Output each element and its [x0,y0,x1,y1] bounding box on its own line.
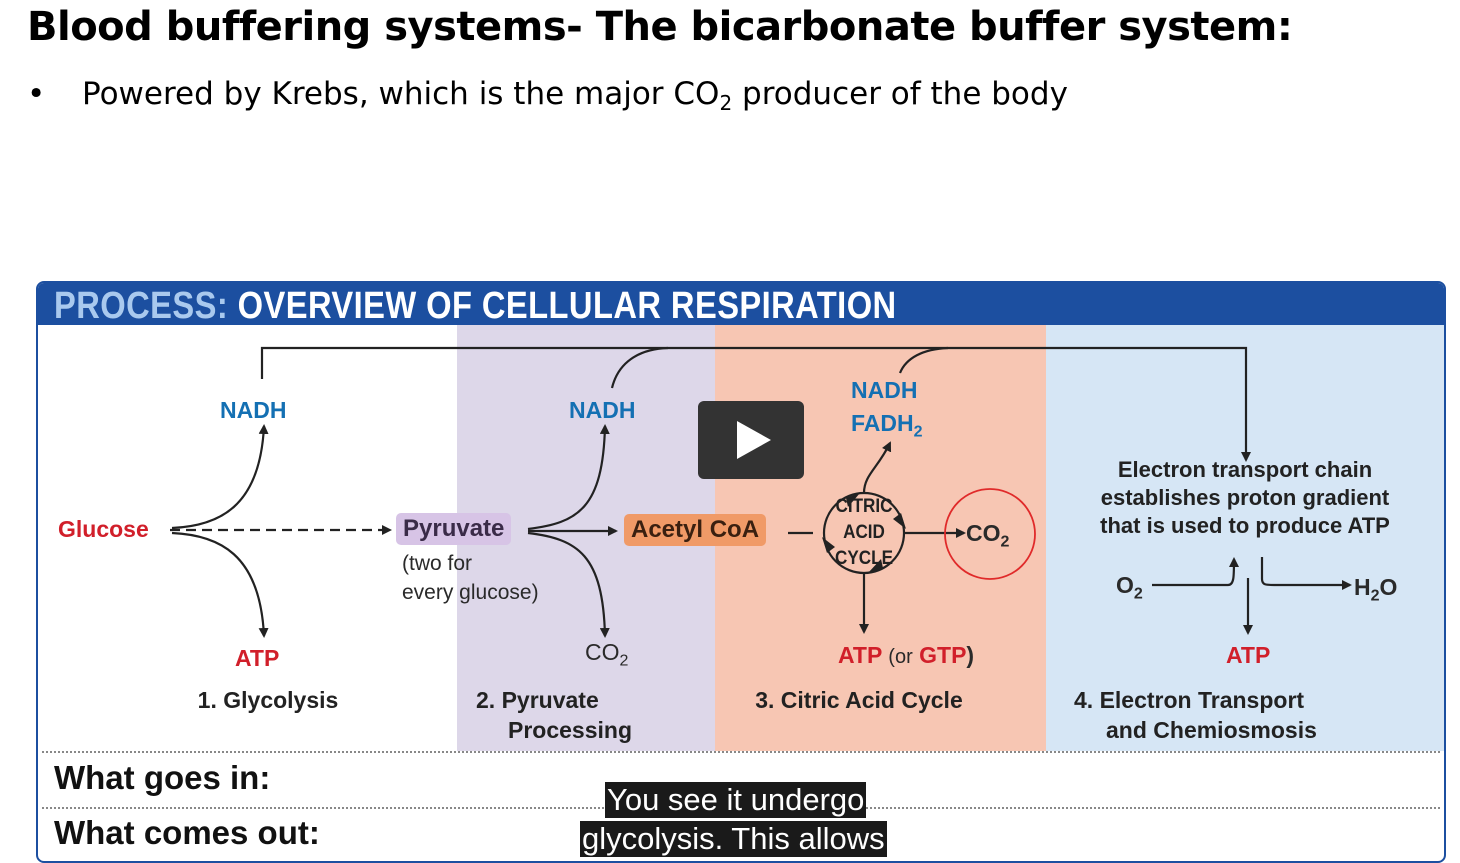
co2-label-2: CO2 [585,638,628,676]
citric-acid-band [715,325,1046,751]
cycle-line-1: CITRIC [835,496,893,517]
stage-pyruvate-processing: 2. Pyruvate Processing [468,685,668,745]
bullet-text-start: Powered by Krebs, which is the major CO [82,76,720,112]
play-button[interactable] [698,401,804,479]
play-icon [737,421,771,459]
bullet-marker: • [27,76,46,112]
co2-2-arrow [527,531,610,638]
h2o-subscript: 2 [1370,587,1380,605]
stage-electron-transport: 4. Electron Transport and Chemiosmosis [1068,685,1388,745]
nadh2-connector [610,346,669,389]
co2-2-text: CO [585,639,620,665]
co2-3-subscript: 2 [1000,533,1010,551]
co2-label-3: CO2 [966,519,1009,557]
atp-gtp-label: ATP (or GTP) [838,641,974,671]
o2-label: O2 [1116,571,1143,609]
stage-2-line-1: 2. Pyruvate [476,687,599,713]
caption-line-1: You see it undergo [605,782,867,818]
what-goes-in-label: What goes in: [54,759,271,796]
co2-3-text: CO [966,520,1001,546]
o2-arrow [1152,557,1239,587]
divider-top [42,751,1440,753]
bullet-text-end: producer of the body [732,76,1068,112]
citric-acid-cycle-label: CITRIC ACID CYCLE [826,494,902,572]
stage-citric-acid-cycle: 3. Citric Acid Cycle [755,687,963,713]
pyruvate-note-1: (two for [402,552,473,575]
co2-2-subscript: 2 [619,652,629,670]
nadh2-arrow [527,424,610,531]
h2o-label: H2O [1354,573,1397,611]
what-comes-out-label: What comes out: [54,814,320,851]
h2o-o-text: O [1379,574,1398,600]
acetyl-coa-pill: Acetyl CoA [624,514,767,546]
respiration-figure: PROCESS: OVERVIEW OF CELLULAR RESPIRATIO… [36,281,1446,863]
nadh-label-1: NADH [220,397,287,423]
close-paren: ) [966,642,975,668]
o2-subscript: 2 [1133,585,1143,603]
slide-title: Blood buffering systems- The bicarbonate… [27,4,1293,50]
header-prefix: PROCESS: [54,285,229,327]
nadh1-arrow [171,424,269,530]
nadh-label-2: NADH [569,397,636,423]
etc-line-1: Electron transport chain [1117,457,1373,482]
etc-description: Electron transport chain establishes pro… [1078,456,1412,540]
nadh-label-3: NADH [851,377,918,403]
fadh2-label: FADH2 [851,409,923,447]
or-text: (or [888,646,913,668]
atp-label-4: ATP [1226,642,1271,668]
nadh3-connector [898,346,949,374]
figure-header: PROCESS: OVERVIEW OF CELLULAR RESPIRATIO… [38,283,1444,328]
glucose-label: Glucose [58,516,149,542]
atp-3-text: ATP [838,642,882,668]
h2o-arrow [1260,557,1352,590]
stage-4-line-1: 4. Electron Transport [1074,687,1305,713]
atp-label-1: ATP [235,645,280,671]
o2-text: O [1116,572,1134,598]
cycle-line-3: CYCLE [835,548,893,569]
fadh2-text: FADH [851,410,914,436]
pyruvate-note-2: every glucose) [402,581,539,604]
h2o-h-text: H [1354,574,1371,600]
stage-4-line-2: and Chemiosmosis [1106,717,1317,743]
etc-line-2: establishes proton gradient [1100,485,1390,510]
gtp-text: GTP [919,642,967,668]
bullet-text: Powered by Krebs, which is the major CO2… [82,76,1068,115]
header-title: OVERVIEW OF CELLULAR RESPIRATION [237,285,897,327]
top-feedback-line [260,346,1251,462]
atp1-arrow [171,531,269,638]
cycle-line-2: ACID [843,522,885,543]
figure-header-text: PROCESS: OVERVIEW OF CELLULAR RESPIRATIO… [54,285,897,328]
etc-line-3: that is used to produce ATP [1100,513,1390,538]
pathway-arrows [170,346,1352,638]
stage-glycolysis: 1. Glycolysis [197,687,339,713]
co2-highlight-circle [944,488,1036,580]
pyruvate-pill: Pyruvate [396,513,512,545]
caption-line-2: glycolysis. This allows [580,821,887,857]
bullet-subscript: 2 [719,91,733,115]
fadh2-subscript: 2 [913,423,923,441]
cycle-arrowheads [822,493,906,573]
stage-2-line-2: Processing [508,717,632,743]
cycle-to-nadh3 [862,441,892,494]
